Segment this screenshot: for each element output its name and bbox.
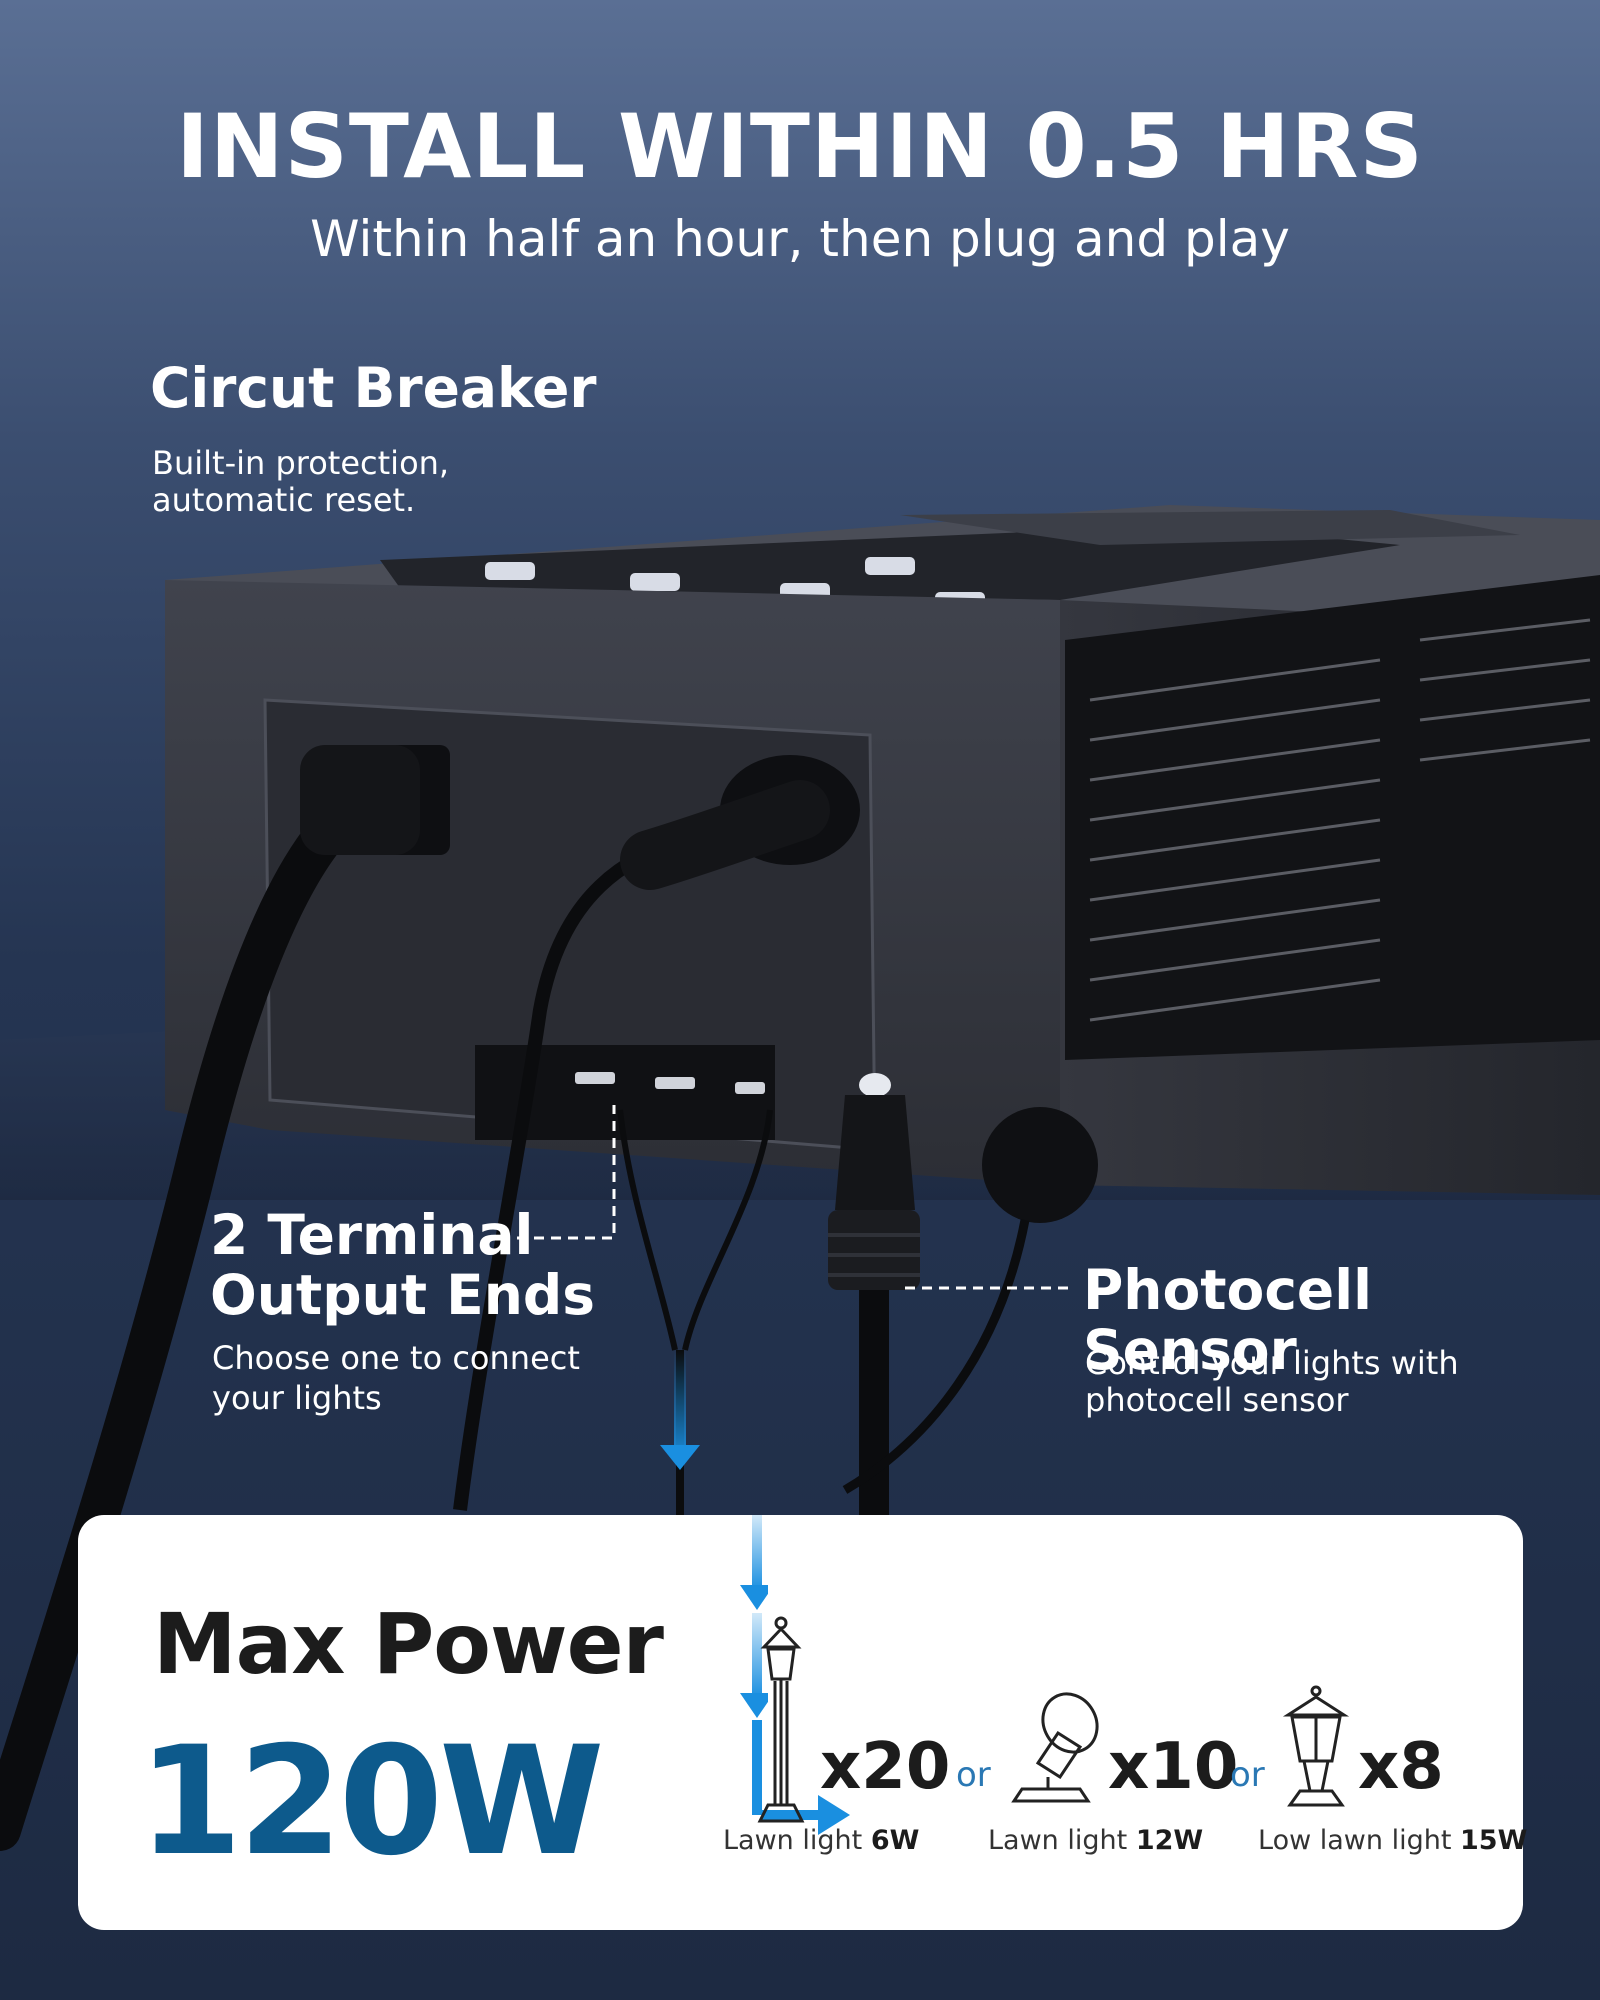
flow-arrow-right: [762, 1795, 850, 1835]
option-2-count: x10: [1108, 1730, 1239, 1804]
headline: INSTALL WITHIN 0.5 HRS: [176, 95, 1424, 198]
photocell-desc-1: Control your lights with: [1085, 1344, 1459, 1382]
circuit-breaker-title: Circut Breaker: [150, 356, 597, 420]
or-label-2: or: [1230, 1755, 1265, 1795]
photocell-title: Photocell Sensor: [1083, 1258, 1372, 1382]
photocell-desc-2: photocell sensor: [1085, 1381, 1349, 1419]
max-power-label: Max Power: [153, 1595, 664, 1693]
option-1-caption: Lawn light 6W: [723, 1825, 920, 1856]
lantern-icon: [1282, 1685, 1350, 1807]
lawn-light-post-icon: [757, 1616, 805, 1823]
flow-arrow: [740, 1515, 768, 1815]
max-power-card: Max Power 120W x20 or Lawn lig: [78, 1515, 1527, 1930]
circuit-breaker-desc-1: Built-in protection,: [152, 444, 450, 482]
terminal-title-1: 2 Terminal: [210, 1203, 534, 1267]
or-label-1: or: [956, 1755, 991, 1795]
option-3-count: x8: [1358, 1730, 1444, 1804]
terminal-desc-2: your lights: [212, 1379, 382, 1417]
terminal-title-2: Output Ends: [210, 1263, 595, 1327]
circuit-breaker-desc-2: automatic reset.: [152, 481, 416, 519]
option-1-count: x20: [820, 1730, 951, 1804]
terminal-desc-1: Choose one to connect: [212, 1339, 580, 1377]
option-2-caption: Lawn light 12W: [988, 1825, 1204, 1856]
option-3-caption: Low lawn light 15W: [1258, 1825, 1528, 1856]
spotlight-icon: [1011, 1692, 1099, 1803]
max-power-value: 120W: [138, 1715, 605, 1889]
subheadline: Within half an hour, then plug and play: [310, 210, 1290, 268]
